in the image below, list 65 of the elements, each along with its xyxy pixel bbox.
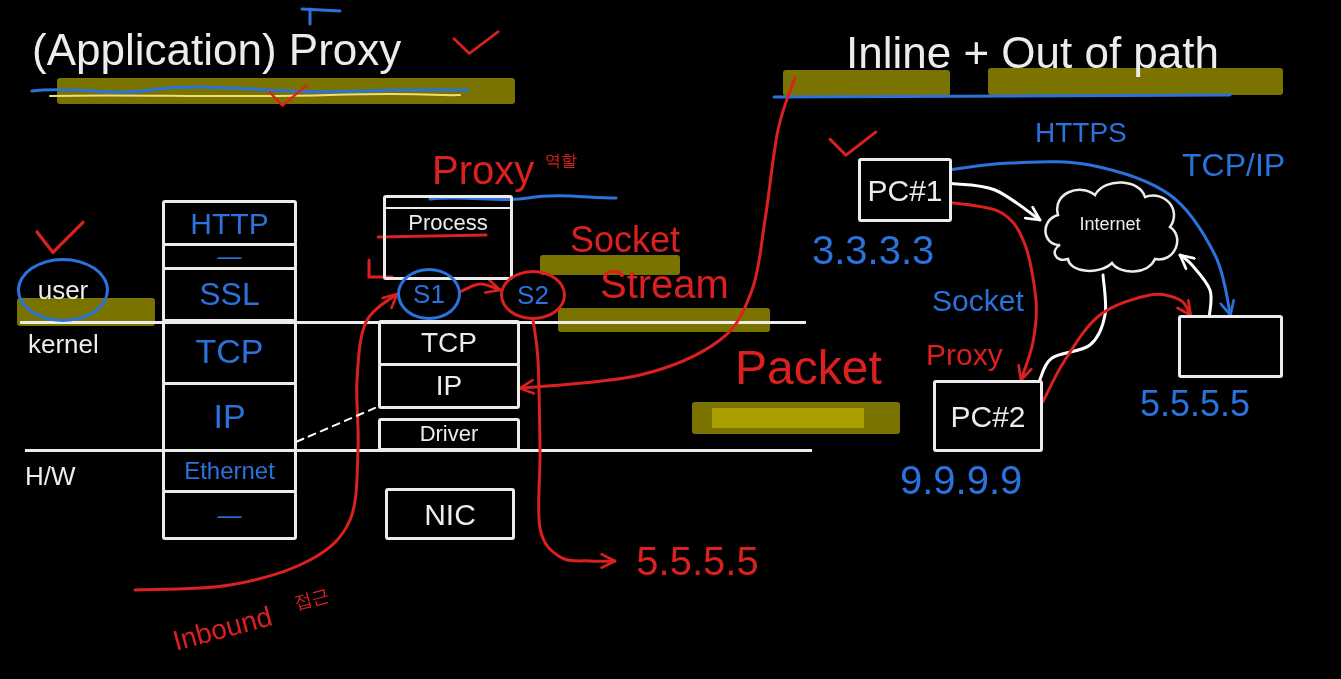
arrow bbox=[1041, 292, 1193, 404]
socket-circle bbox=[500, 270, 566, 320]
arrow bbox=[518, 76, 797, 395]
layer-box bbox=[162, 267, 297, 322]
annotation-text: Stream bbox=[600, 262, 729, 306]
role-label: Proxy bbox=[926, 338, 1003, 371]
node-label: — bbox=[217, 501, 242, 529]
node-label: user bbox=[37, 275, 89, 305]
layer-box bbox=[378, 320, 520, 366]
layer-box bbox=[162, 200, 297, 246]
node-label: Driver bbox=[419, 422, 479, 447]
layer-box bbox=[162, 243, 297, 270]
protocol-label: TCP/IP bbox=[1182, 148, 1286, 184]
node-label: NIC bbox=[424, 497, 476, 531]
node-label: SSL bbox=[199, 276, 260, 313]
annotation-text: Socket bbox=[570, 220, 681, 260]
node-label: — bbox=[217, 243, 242, 270]
node-label: Ethernet bbox=[184, 457, 275, 485]
annotation-text: Proxy bbox=[432, 148, 535, 192]
layer-name: H/W bbox=[25, 462, 76, 491]
annotation-text: Inbound bbox=[169, 601, 276, 658]
process-box bbox=[383, 195, 513, 280]
host-box bbox=[1178, 315, 1283, 378]
arrow bbox=[531, 318, 617, 570]
node-label: TCP bbox=[421, 327, 477, 359]
node-label: HTTP bbox=[190, 206, 269, 240]
annotation-text: 역할 bbox=[545, 152, 577, 170]
ip-address-label: 9.9.9.9 bbox=[900, 458, 1023, 502]
layer-box bbox=[378, 363, 520, 409]
node-label: PC#1 bbox=[867, 173, 943, 207]
layer-box bbox=[378, 418, 520, 451]
annotation-text: Socket bbox=[932, 284, 1024, 317]
node-label: PC#2 bbox=[950, 399, 1026, 433]
pc-box bbox=[933, 380, 1043, 452]
title-text: (Application) Proxy bbox=[32, 26, 402, 75]
node-label: S1 bbox=[413, 279, 445, 309]
socket-circle bbox=[397, 268, 461, 320]
node-label: Process bbox=[408, 211, 488, 236]
node-label: Internet bbox=[1079, 215, 1141, 235]
arrow bbox=[950, 160, 1236, 317]
dashed-line bbox=[296, 405, 379, 443]
pc-box bbox=[858, 158, 952, 222]
node-label: IP bbox=[213, 398, 246, 436]
ip-address-label: 3.3.3.3 bbox=[812, 228, 935, 272]
ip-address-label: 5.5.5.5 bbox=[1140, 384, 1251, 424]
node-label: IP bbox=[435, 370, 463, 402]
layer-box bbox=[162, 382, 297, 452]
layer-box bbox=[162, 490, 297, 540]
arrow bbox=[133, 292, 399, 592]
arrow bbox=[950, 182, 1042, 222]
nic-box bbox=[385, 488, 515, 540]
layer-box bbox=[162, 449, 297, 493]
user-circle bbox=[17, 258, 109, 322]
node-label: TCP bbox=[195, 333, 264, 371]
protocol-label: HTTPS bbox=[1035, 118, 1127, 149]
layer-name: kernel bbox=[28, 330, 99, 359]
annotation-text: 접근 bbox=[292, 585, 332, 615]
address-label: 5.5.5.5 bbox=[615, 540, 780, 582]
annotation-text: Packet bbox=[735, 342, 882, 395]
arrow bbox=[1178, 253, 1213, 317]
heading-text: Inline + Out of path bbox=[785, 28, 1280, 78]
node-label: S2 bbox=[517, 280, 549, 310]
arrow bbox=[950, 201, 1038, 382]
connector-line bbox=[1038, 273, 1108, 382]
layer-box bbox=[162, 319, 297, 385]
